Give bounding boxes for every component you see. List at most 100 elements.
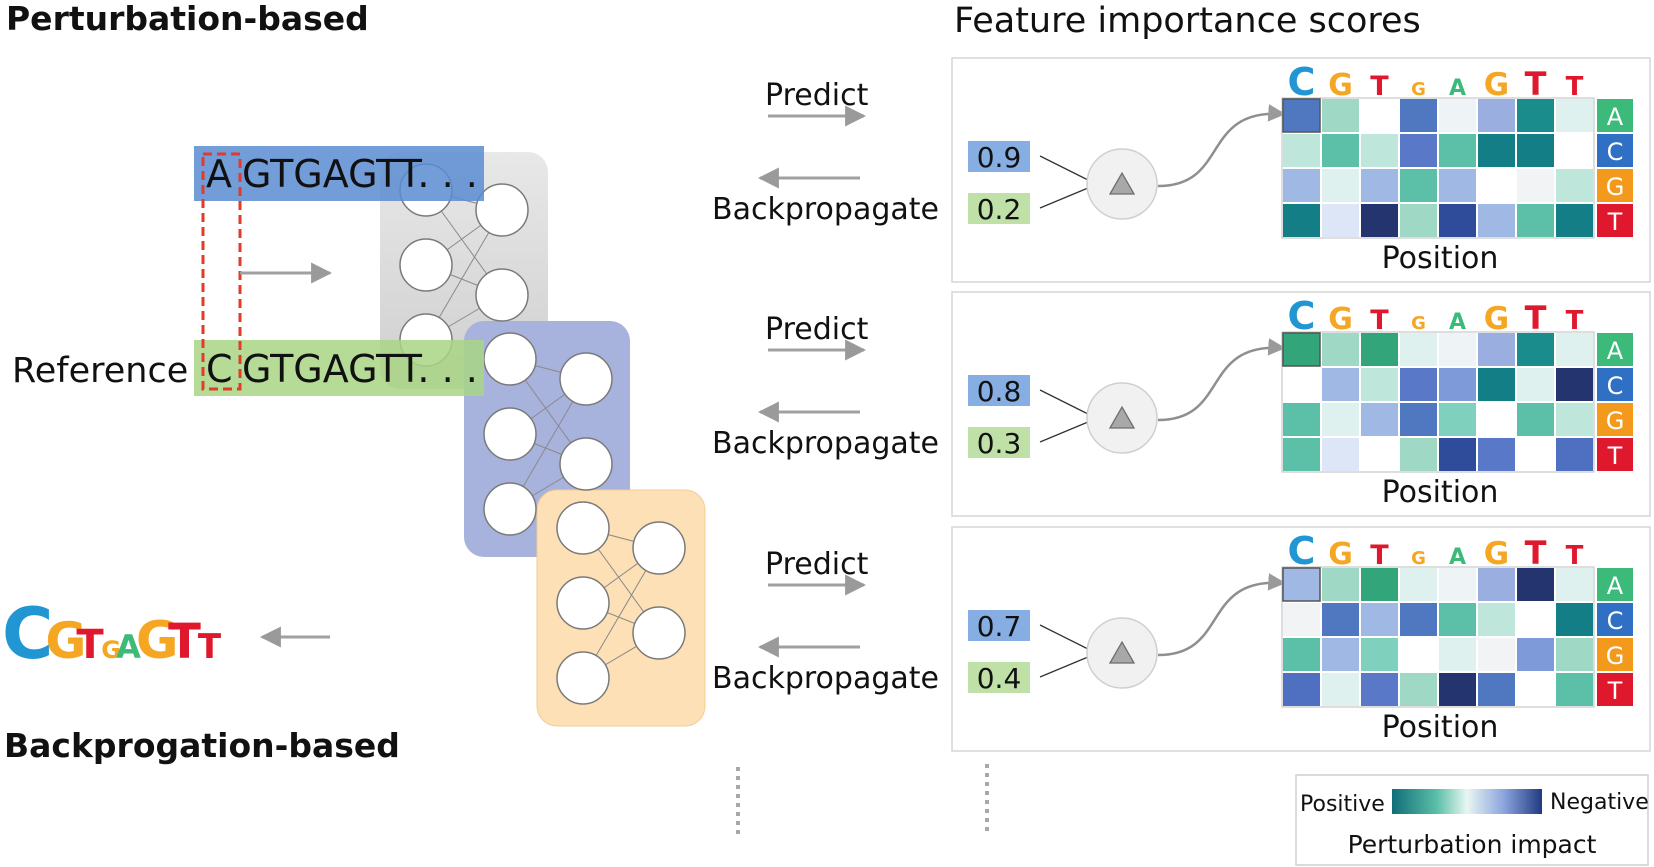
heatmap-cell: [1556, 368, 1593, 401]
perturbation-title: Perturbation-based: [6, 0, 369, 38]
heatmap-cell: [1439, 333, 1476, 366]
base-label-box: [1597, 638, 1633, 671]
logo-letter: T: [1566, 72, 1584, 102]
heatmap-cell: [1322, 134, 1359, 167]
score-b: 0.3: [977, 427, 1022, 460]
heatmap-cell: [1439, 568, 1476, 601]
score-b-box: [968, 193, 1030, 224]
heatmap-cell: [1517, 204, 1554, 237]
score-connector: [1039, 155, 1089, 181]
logo-letter: C: [1288, 60, 1316, 104]
heatmap-cell: [1283, 99, 1320, 132]
backprop-label: Backpropagate: [712, 426, 939, 461]
heatmap-cell: [1556, 568, 1593, 601]
network-node: [556, 576, 610, 630]
logo-letter: T: [168, 614, 201, 670]
base-label-box: [1597, 568, 1633, 601]
reference-label: Reference: [12, 351, 188, 391]
legend-negative: Negative: [1550, 790, 1649, 815]
heatmap-cell: [1439, 204, 1476, 237]
heatmap-cell: [1517, 568, 1554, 601]
position-label: Position: [1382, 241, 1499, 276]
reference-highlight: [194, 340, 484, 396]
heatmap-cell: [1361, 403, 1398, 436]
heatmap-cell: [1400, 603, 1437, 636]
heatmap-cell: [1478, 403, 1515, 436]
score-a-box: [968, 375, 1030, 406]
heatmap-cell: [1322, 333, 1359, 366]
network-node: [475, 183, 529, 237]
heatmap-cell: [1439, 673, 1476, 706]
backprop-label: Backpropagate: [712, 192, 939, 227]
heatmap-cell: [1322, 204, 1359, 237]
heatmap-cell: [1517, 403, 1554, 436]
heatmap-cell: [1517, 368, 1554, 401]
legend: Positive Negative Perturbation impact: [1295, 774, 1649, 866]
base-label: A: [1607, 572, 1624, 600]
heatmap-cell: [1283, 673, 1320, 706]
heatmap-cell: [1283, 403, 1320, 436]
score-connector: [1039, 421, 1089, 443]
highlighted-cell: [1282, 98, 1321, 133]
triangle-icon: [1108, 405, 1136, 429]
heatmap-cell: [1283, 169, 1320, 202]
logo-letter: G: [1411, 79, 1426, 100]
predict-label: Predict: [765, 547, 869, 582]
heatmap-cell: [1322, 673, 1359, 706]
score-b: 0.4: [977, 662, 1022, 695]
network-node: [559, 352, 613, 406]
network-node: [483, 332, 537, 386]
legend-gradient: [1392, 789, 1542, 814]
curved-arrow: [1157, 573, 1286, 657]
heatmap-cell: [1322, 568, 1359, 601]
heatmap-cell: [1478, 134, 1515, 167]
heatmap-cell: [1322, 368, 1359, 401]
logo-letter: G: [45, 612, 86, 670]
heatmap-cell: [1361, 99, 1398, 132]
highlighted-cell: [1282, 332, 1321, 367]
logo-letter: A: [1449, 76, 1466, 101]
heatmap-cell: [1361, 204, 1398, 237]
heatmap-cell: [1478, 368, 1515, 401]
logo-letter: T: [1525, 534, 1547, 572]
heatmap-cell: [1517, 99, 1554, 132]
heatmap-cell: [1322, 638, 1359, 671]
heatmap-cell: [1400, 368, 1437, 401]
base-label: G: [1606, 173, 1625, 201]
logo-letter: G: [1328, 537, 1353, 572]
logo-letter: G: [1484, 301, 1509, 337]
score-connector: [1039, 656, 1089, 678]
base-label: C: [1607, 138, 1624, 166]
heatmap-cell: [1400, 333, 1437, 366]
logo-letter: C: [2, 593, 53, 675]
score-b-box: [968, 427, 1030, 458]
network-node: [559, 437, 613, 491]
triangle-icon: [1108, 171, 1136, 195]
base-label: G: [1606, 407, 1625, 435]
heatmap-cell: [1283, 134, 1320, 167]
heatmap-cell: [1322, 99, 1359, 132]
heatmap-cell: [1478, 333, 1515, 366]
network-node: [632, 606, 686, 660]
heatmap-cell: [1283, 603, 1320, 636]
logo-letter: G: [1328, 302, 1353, 337]
heatmap-cell: [1478, 204, 1515, 237]
heatmap-cell: [1283, 438, 1320, 471]
score-b-box: [968, 662, 1030, 693]
network-node: [483, 407, 537, 461]
heatmap-cell: [1439, 99, 1476, 132]
heatmap-cell: [1556, 333, 1593, 366]
heatmap-cell: [1556, 169, 1593, 202]
logo-letter: T: [1370, 540, 1389, 571]
heatmap-cell: [1361, 568, 1398, 601]
network-node: [632, 521, 686, 575]
heatmap-cell: [1517, 169, 1554, 202]
heatmap-cell: [1283, 333, 1320, 366]
logo-letter: T: [76, 622, 104, 668]
